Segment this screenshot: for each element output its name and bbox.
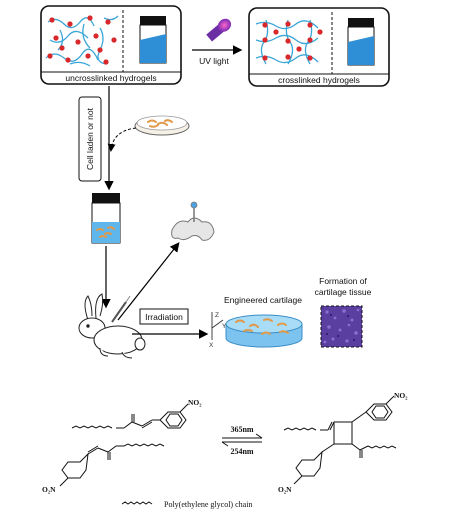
- petri-dish-icon: [134, 115, 190, 136]
- crosslinked-caption: crosslinked hydrogels: [278, 75, 360, 85]
- crosslinked-panel: crosslinked hydrogels: [248, 7, 390, 87]
- uv-lamp-icon: [206, 18, 232, 42]
- cartilage-implant-icon: [171, 201, 215, 241]
- no2-bottom-right: O₂N: [278, 485, 292, 494]
- uncrosslinked-panel: uncrosslinked hydrogels: [40, 5, 182, 85]
- uncrosslinked-nodes: [47, 15, 117, 65]
- peg-chain-legend-label: Poly(ethylene glycol) chain: [164, 500, 252, 509]
- flow-arrow-to-implant: [117, 242, 180, 321]
- vial-icon: [139, 16, 167, 64]
- crosslink-nodes: [262, 21, 323, 61]
- reverse-wavelength: 254nm: [230, 447, 253, 456]
- rabbit-icon: [78, 293, 146, 359]
- formation-label-line2: cartilage tissue: [315, 287, 372, 297]
- xyz-axes: [211, 312, 224, 340]
- irradiation-label: Irradiation: [145, 312, 183, 322]
- formation-label-line1: Formation of: [319, 276, 367, 286]
- engineered-cartilage-disc: [225, 314, 303, 348]
- axis-y-label: Y: [222, 323, 227, 330]
- uncrosslinked-chains: [45, 15, 119, 67]
- forward-wavelength: 365nm: [230, 425, 253, 434]
- no2-bottom-left: O₂N: [42, 485, 56, 494]
- cell-option-box: Cell laden or not: [78, 96, 102, 182]
- cell-option-label: Cell laden or not: [85, 107, 95, 170]
- cell-laden-vial-icon: [91, 193, 121, 244]
- vial-icon: [347, 18, 375, 66]
- peg-chain-legend-symbol: [121, 501, 153, 505]
- reaction-arrows: [221, 433, 263, 447]
- syringe-icon: [111, 295, 131, 323]
- uncrosslinked-caption: uncrosslinked hydrogels: [65, 73, 156, 83]
- dashed-arrow: [107, 127, 137, 152]
- no2-top-right: NO₂: [394, 391, 408, 400]
- engineered-cartilage-label: Engineered cartilage: [224, 295, 302, 305]
- product-structure: [283, 395, 397, 485]
- axis-z-label: Z: [215, 312, 219, 319]
- no2-top-left: NO₂: [188, 398, 202, 407]
- axis-x-label: X: [209, 342, 214, 349]
- irradiation-box: Irradiation: [139, 308, 189, 325]
- uv-label: UV light: [199, 56, 229, 66]
- cartilage-tissue-image: [320, 305, 363, 348]
- reactant-structure: [59, 403, 189, 487]
